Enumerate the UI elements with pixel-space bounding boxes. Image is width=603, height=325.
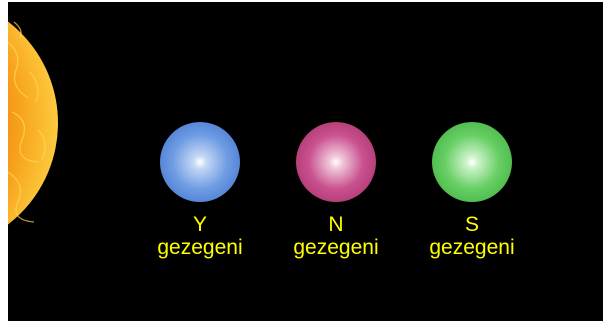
planet-s-word: gezegeni	[429, 236, 515, 259]
planet-n	[296, 122, 376, 202]
space-background: Y gezegeni N gezegeni S gezegeni	[8, 2, 603, 321]
planet-y-word: gezegeni	[157, 236, 243, 259]
planet-s-label: S gezegeni	[412, 213, 532, 259]
planet-s-letter: S	[464, 213, 479, 236]
planet-y-letter: Y	[192, 213, 207, 236]
planet-s	[432, 122, 512, 202]
planet-n-label: N gezegeni	[276, 213, 396, 259]
planet-n-letter: N	[328, 213, 344, 236]
sun-icon	[8, 21, 58, 225]
planet-y	[160, 122, 240, 202]
planet-y-label: Y gezegeni	[140, 213, 260, 259]
planet-n-word: gezegeni	[293, 236, 379, 259]
